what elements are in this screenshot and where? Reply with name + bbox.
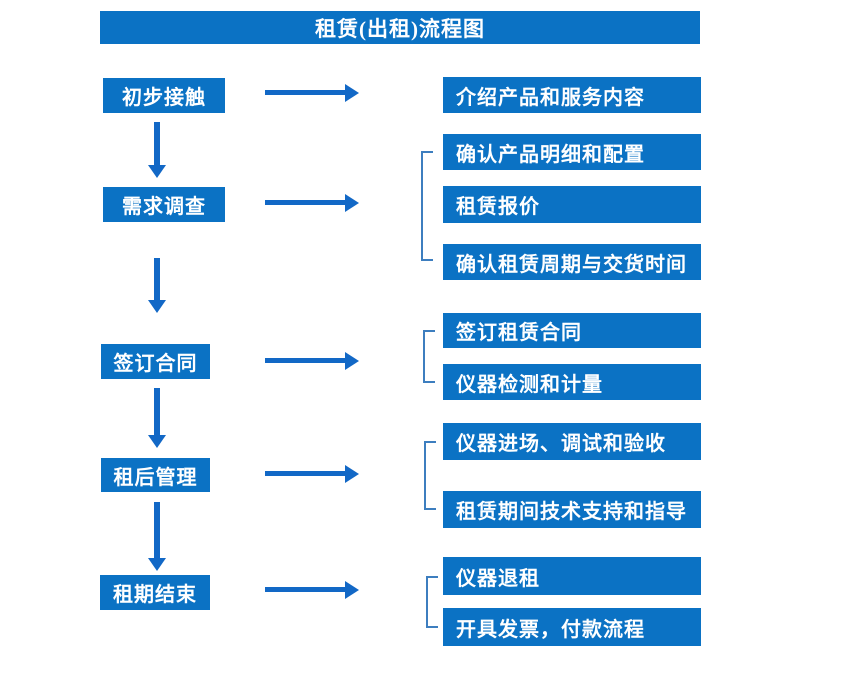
down-arrow-icon — [154, 502, 160, 558]
item-box-rental-quotation: 租赁报价 — [443, 186, 701, 223]
item-box-introduce-products-services: 介绍产品和服务内容 — [443, 77, 701, 113]
item-box-instrument-arrival-commissioning-acceptance: 仪器进场、调试和验收 — [443, 423, 701, 460]
right-arrow-icon — [265, 471, 345, 476]
item-box-sign-rental-contract: 签订租赁合同 — [443, 313, 701, 348]
item-box-technical-support-guidance: 租赁期间技术支持和指导 — [443, 491, 701, 528]
step-box-rental-end: 租期结束 — [100, 575, 210, 610]
step-box-initial-contact: 初步接触 — [103, 78, 225, 113]
down-arrow-icon — [154, 122, 160, 165]
step-box-post-rental-management: 租后管理 — [101, 458, 210, 492]
down-arrow-icon — [154, 258, 160, 300]
right-arrow-icon — [265, 90, 345, 95]
step-box-demand-survey: 需求调查 — [103, 187, 225, 222]
down-arrow-icon — [154, 388, 160, 435]
flowchart-title-bar: 租赁(出租)流程图 — [100, 11, 700, 44]
item-box-confirm-product-details: 确认产品明细和配置 — [443, 134, 701, 170]
group-bracket-icon — [424, 441, 436, 510]
item-box-instrument-return: 仪器退租 — [443, 557, 701, 595]
right-arrow-icon — [265, 200, 345, 205]
group-bracket-icon — [426, 576, 438, 628]
group-bracket-icon — [423, 330, 435, 383]
right-arrow-icon — [265, 587, 345, 592]
right-arrow-icon — [265, 358, 345, 363]
item-box-confirm-rental-period-delivery: 确认租赁周期与交货时间 — [443, 244, 701, 280]
item-box-instrument-testing-measurement: 仪器检测和计量 — [443, 364, 701, 400]
step-box-sign-contract: 签订合同 — [101, 344, 210, 379]
flowchart-title: 租赁(出租)流程图 — [315, 16, 485, 41]
item-box-invoice-payment-process: 开具发票，付款流程 — [443, 608, 701, 646]
group-bracket-icon — [421, 151, 433, 261]
